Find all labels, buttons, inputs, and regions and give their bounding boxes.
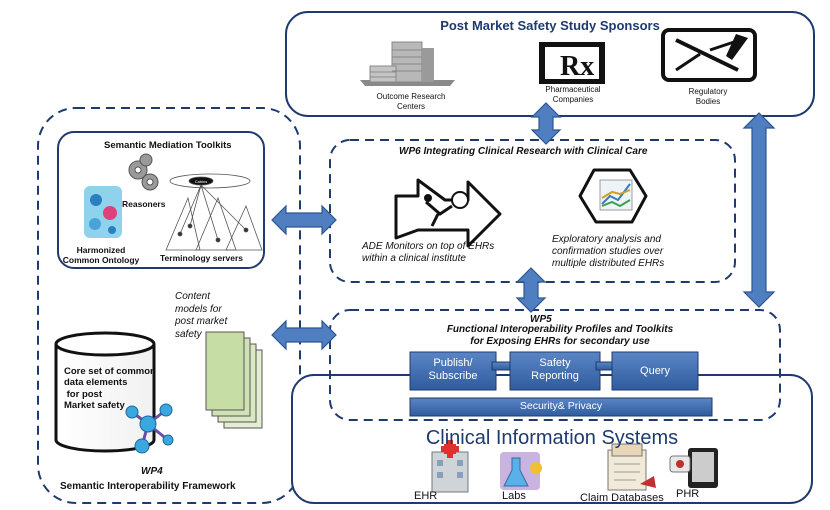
safety-line-2: Reporting <box>531 370 579 383</box>
gears-icon <box>128 153 159 191</box>
core-line-1: Core set of common <box>64 366 156 377</box>
wp5-title: Functional Interoperability Profiles and… <box>400 324 720 348</box>
pharma-line-2: Companies <box>552 94 594 104</box>
publish-subscribe-label: Publish/Subscribe <box>410 357 496 383</box>
regulatory-document-icon <box>661 28 757 82</box>
molecule-icon <box>125 403 174 454</box>
clinical-title: Clinical Information Systems <box>425 427 679 449</box>
reasoners-label: Reasoners <box>122 199 166 209</box>
rx-icon: Rx <box>539 42 605 84</box>
wp4-id: WP4 <box>141 466 163 477</box>
core-line-2: data elements <box>64 377 128 389</box>
terminology-graph-icon: Cabins <box>165 173 263 251</box>
wp4-framework-label: Semantic Interoperability Framework <box>60 481 236 492</box>
wp6-wp5-arrow <box>515 267 547 313</box>
exploratory-line-3: multiple distributed EHRs <box>552 258 665 269</box>
document-stack-icon <box>205 331 263 429</box>
wp5-title-line-2: for Exposing EHRs for secondary use <box>470 336 650 347</box>
security-privacy-label: Security& Privacy <box>519 400 603 412</box>
sponsors-title: Post Market Safety Study Sponsors <box>440 18 660 33</box>
pharma-line-1: Pharmaceutical <box>545 85 601 94</box>
sponsors-wp5-arrow <box>742 112 776 308</box>
content-line-1: Content <box>175 291 211 302</box>
security-privacy-bar <box>409 397 713 417</box>
publish-subscribe-tab <box>409 351 511 391</box>
toolkits-title: Semantic Mediation Toolkits <box>104 140 232 151</box>
exploratory-line-2: confirmation studies over <box>552 246 664 257</box>
exploratory-line-1: Exploratory analysis and <box>552 234 661 245</box>
ontology-icon <box>84 186 122 238</box>
outcome-line-2: Centers <box>396 101 425 111</box>
claims-label: Claim Databases <box>580 492 664 504</box>
ade-line-2: within a clinical institute <box>362 253 466 264</box>
content-line-2: models for <box>175 303 222 315</box>
wp4-frame <box>37 107 301 504</box>
phr-icon <box>669 448 718 488</box>
wp6-title: WP6 Integrating Clinical Research with C… <box>399 146 648 157</box>
safety-reporting-tab <box>509 351 615 391</box>
regulatory-line-2: Bodies <box>695 96 721 106</box>
toolkits-wp6-arrow <box>271 204 337 236</box>
analysis-chart-icon <box>578 168 648 224</box>
content-line-3: post market <box>175 316 228 327</box>
ade-monitor-icon <box>394 178 502 248</box>
safety-line-1: Safety <box>539 357 571 369</box>
publish-line-2: Subscribe <box>428 370 478 383</box>
query-tab <box>611 351 699 391</box>
publish-line-1: Publish/ <box>433 357 473 369</box>
query-label: Query <box>640 365 670 377</box>
labs-label: Labs <box>502 490 526 502</box>
core-line-3: for post <box>64 388 102 400</box>
ade-line-1: ADE Monitors on top of EHRs <box>362 241 495 252</box>
database-icon <box>54 331 156 453</box>
ontology-line-2: Common Ontology <box>62 255 140 266</box>
sponsors-wp6-arrow <box>530 102 562 145</box>
wp5-title-line-1: Functional Interoperability Profiles and… <box>446 324 674 335</box>
ehr-label: EHR <box>414 490 438 502</box>
terminology-node-label: Cabins <box>195 179 207 184</box>
wp4-wp5-arrow <box>271 319 337 351</box>
phr-label: PHR <box>676 488 700 500</box>
ontology-line-1: Harmonized <box>76 245 126 255</box>
regulatory-line-1: Regulatory <box>688 87 728 96</box>
terminology-label: Terminology servers <box>160 253 243 263</box>
core-line-4: Market safety <box>64 400 125 412</box>
rx-symbol: Rx <box>560 51 594 82</box>
content-line-4: safety <box>175 328 202 340</box>
outcome-line-1: Outcome Research <box>376 92 446 101</box>
building-icon <box>360 41 455 86</box>
wp5-id: WP5 <box>530 314 552 325</box>
labs-icon <box>500 452 542 490</box>
claims-icon <box>607 443 656 491</box>
hospital-icon <box>431 440 469 493</box>
